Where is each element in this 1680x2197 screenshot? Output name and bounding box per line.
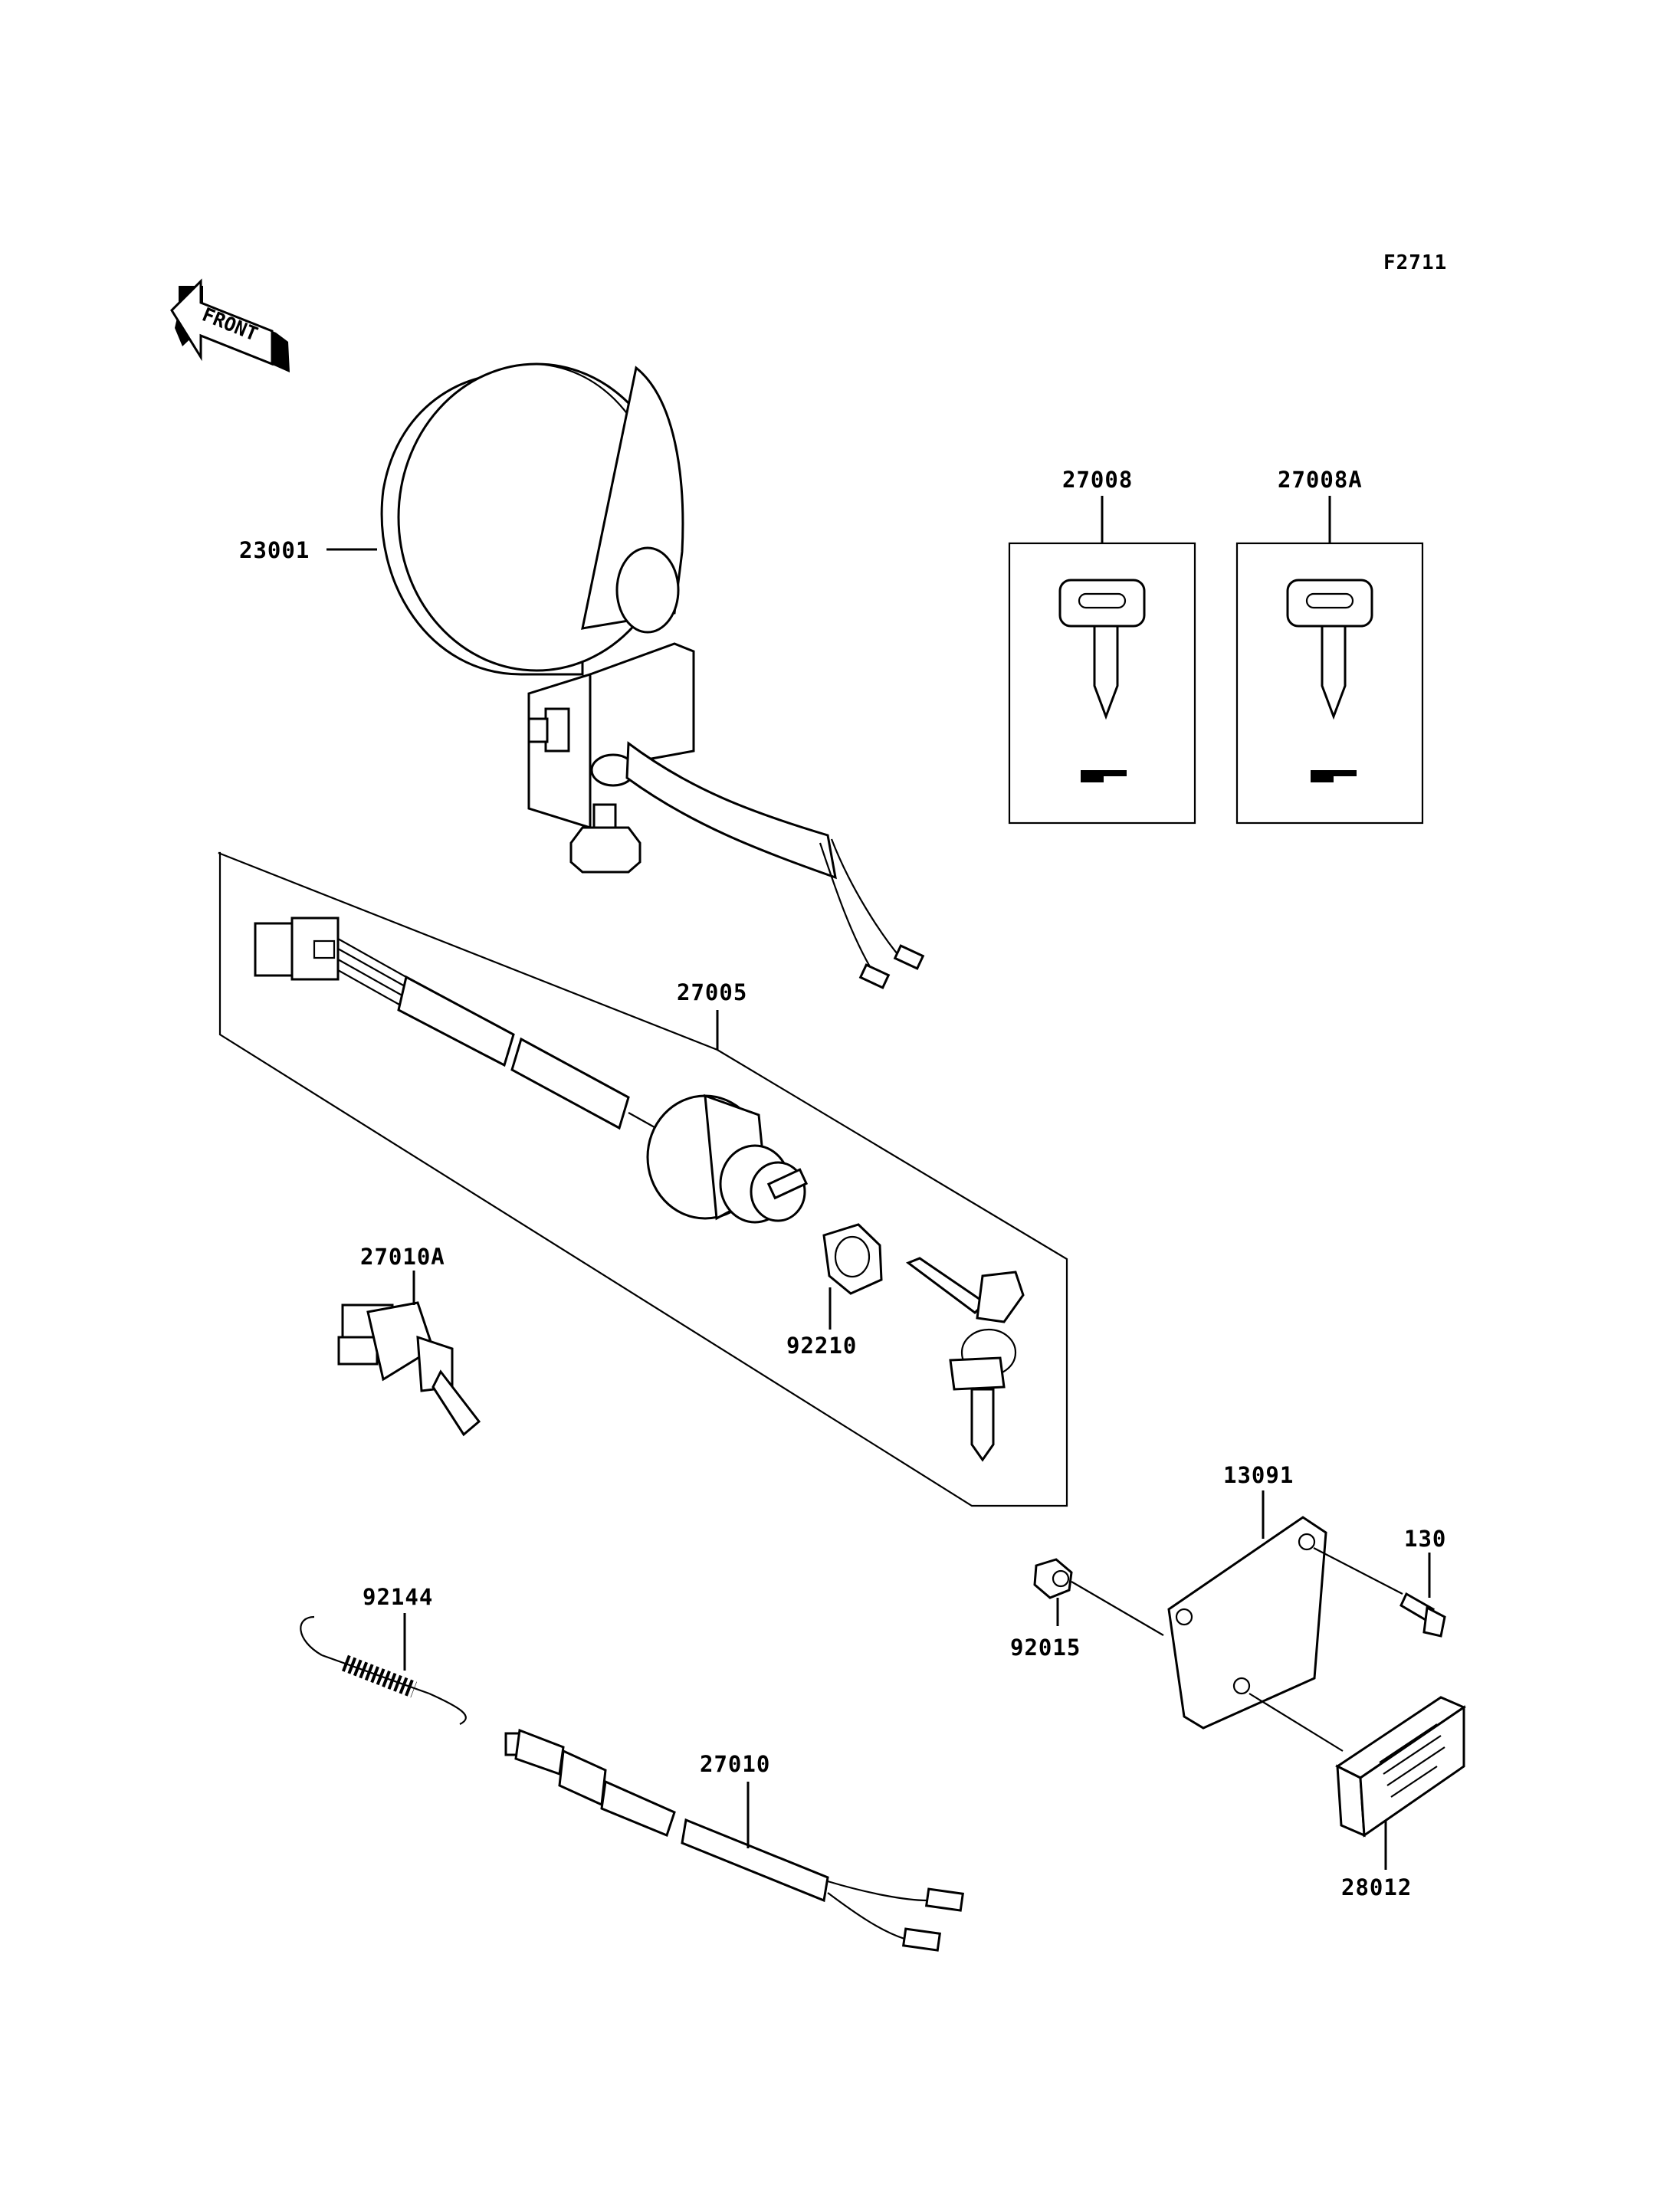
bracket-part (1167, 1516, 1327, 1730)
label-27008a: 27008A (1278, 467, 1363, 493)
front-arrow-icon: FRONT (170, 278, 290, 372)
key-box-27008a (1235, 496, 1424, 825)
label-92144: 92144 (363, 1584, 433, 1610)
label-92015: 92015 (1010, 1635, 1081, 1661)
label-23001: 23001 (239, 537, 310, 563)
label-92210: 92210 (786, 1333, 857, 1359)
key-box-27008 (1008, 496, 1196, 825)
toggle-switch-part (337, 1271, 481, 1437)
label-13091: 13091 (1223, 1462, 1294, 1488)
bolt-part (1313, 1547, 1446, 1638)
label-27010a: 27010A (360, 1244, 445, 1270)
flange-nut-part (1033, 1558, 1164, 1636)
label-27010: 27010 (700, 1751, 770, 1777)
label-plate-part (1249, 1693, 1467, 1870)
label-27008: 27008 (1062, 467, 1133, 493)
label-27005: 27005 (677, 979, 747, 1005)
ignition-switch-group-outline (218, 851, 1068, 1507)
label-130: 130 (1404, 1526, 1446, 1552)
headlight-part (380, 362, 925, 989)
spring-part (300, 1613, 467, 1725)
label-28012: 28012 (1341, 1874, 1412, 1900)
ignition-switch-part (254, 917, 1025, 1462)
figure-code: F2711 (1383, 251, 1447, 274)
stop-switch-part (504, 1728, 965, 1952)
